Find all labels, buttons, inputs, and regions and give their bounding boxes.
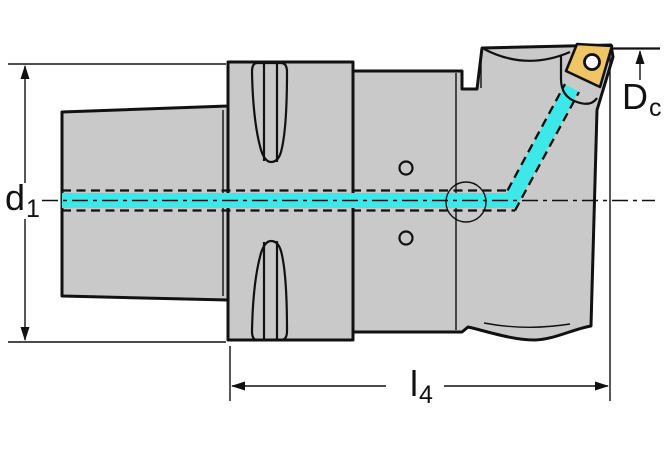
d1-label: d1 — [5, 177, 40, 222]
dc-arrow-up-icon — [635, 50, 645, 64]
l4-label-sub: 4 — [419, 381, 433, 409]
coolant-bore-edge-upper-angled — [506, 83, 567, 192]
clamping-slot-bottom — [250, 239, 289, 342]
d1-arrow-down-icon — [20, 327, 30, 341]
dc-label-base: D — [622, 76, 648, 117]
pin-hole-top — [398, 160, 414, 176]
head-recess-bottom-edge — [483, 322, 571, 328]
coolant-bore-edge-lower-angled — [513, 91, 581, 212]
l4-arrow-right-icon — [595, 381, 609, 391]
dimension-dc — [611, 47, 660, 80]
clamping-slot-top — [250, 61, 289, 164]
l4-arrow-left-icon — [231, 381, 245, 391]
l4-label: l4 — [399, 363, 443, 408]
dc-label-sub: c — [649, 94, 662, 122]
d1-arrow-up-icon — [20, 65, 30, 79]
l4-label-base: l — [410, 363, 419, 404]
tool-body-outline — [60, 43, 615, 342]
dc-label: Dc — [622, 76, 662, 121]
coolant-outlet-junction — [445, 181, 487, 223]
dimension-l4 — [229, 50, 611, 401]
head-recess-top-edge — [483, 48, 571, 62]
d1-label-base: d — [5, 177, 26, 218]
insert-hole — [583, 53, 601, 71]
coolant-channel — [62, 84, 579, 208]
insert-clamp-outline — [559, 56, 598, 105]
d1-label-sub: 1 — [26, 195, 40, 223]
dimension-d1 — [8, 63, 226, 343]
pin-hole-bottom — [398, 230, 414, 246]
